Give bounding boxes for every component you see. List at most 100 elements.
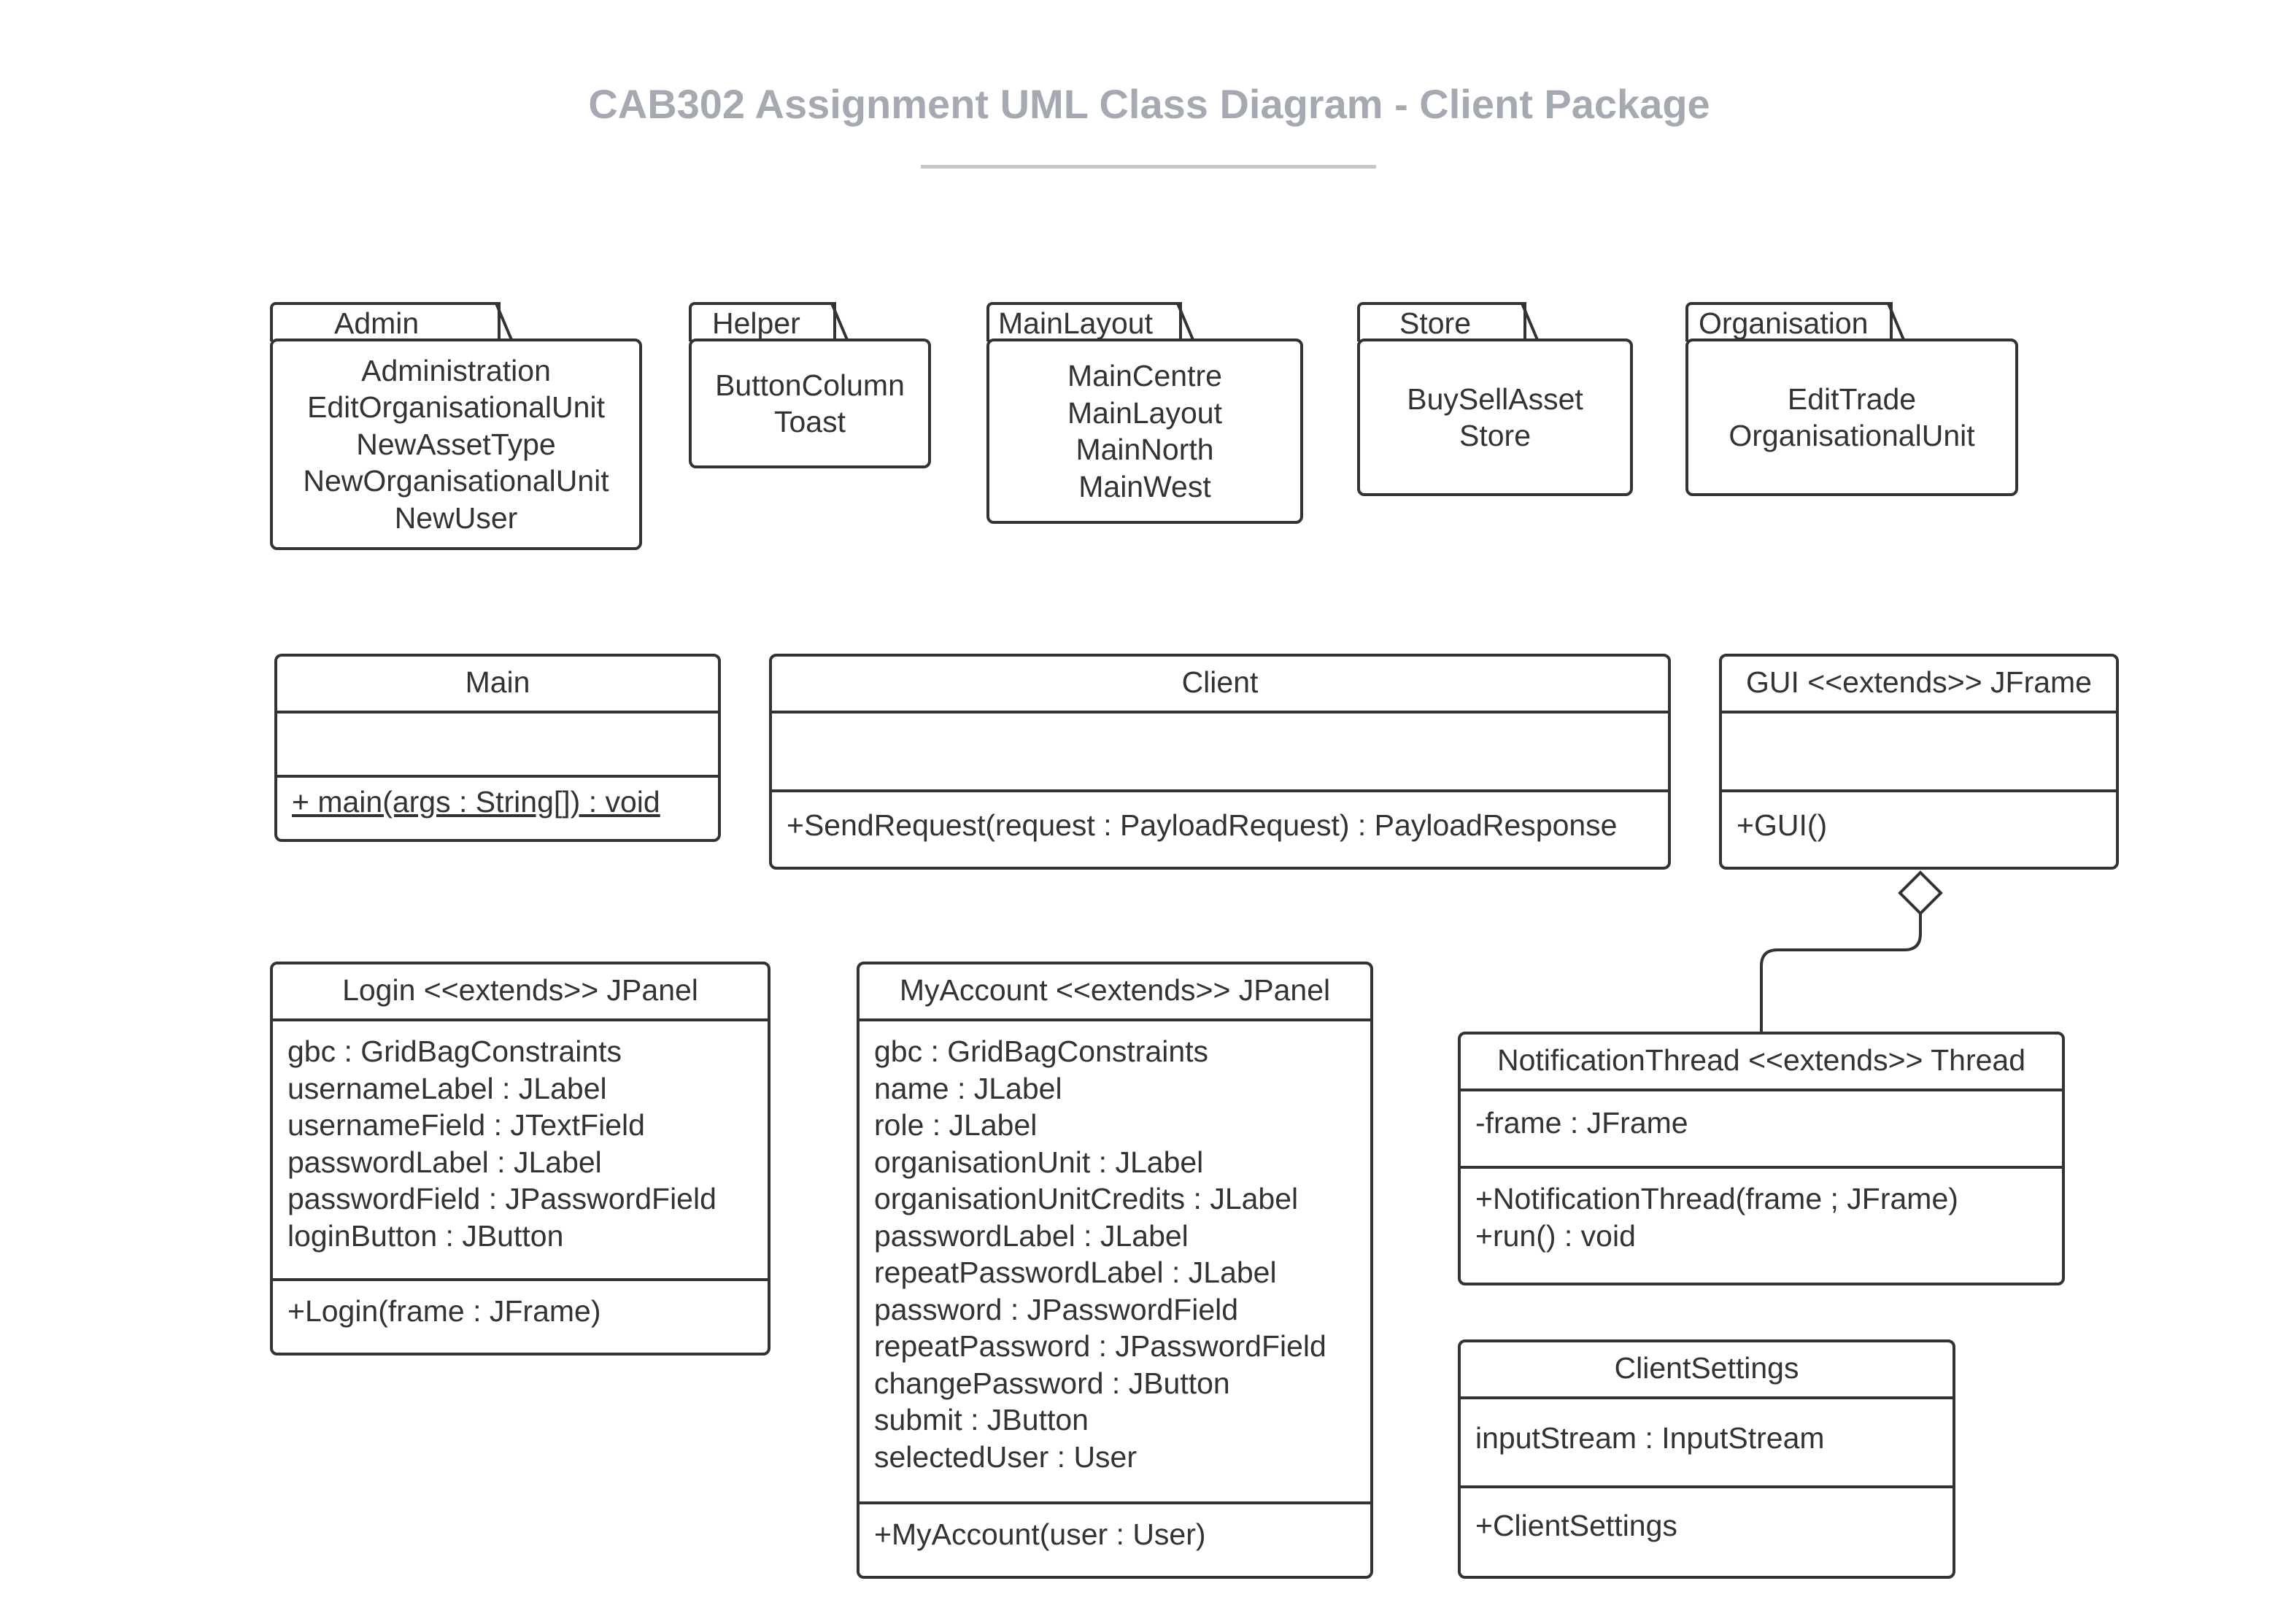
package-tab-corner: [1176, 303, 1195, 342]
package-tab-corner: [495, 303, 514, 342]
attribute: organisationUnitCredits : JLabel: [874, 1182, 1299, 1215]
attribute: loginButton : JButton: [287, 1218, 564, 1253]
attribute: usernameLabel : JLabel: [287, 1071, 607, 1105]
package-tab: Organisation: [1685, 302, 1906, 342]
attribute: gbc : GridBagConstraints: [287, 1035, 622, 1068]
attribute: role : JLabel: [874, 1108, 1038, 1142]
package-mainlayout[interactable]: MainLayout MainCentre MainLayout MainNor…: [986, 302, 1303, 524]
package-body: EditTrade OrganisationalUnit: [1685, 339, 2018, 496]
class-name: MyAccount <<extends>> JPanel: [860, 964, 1370, 1021]
class-name: Client: [772, 657, 1668, 714]
package-store[interactable]: Store BuySellAsset Store: [1357, 302, 1633, 496]
attribute: password : JPasswordField: [874, 1292, 1239, 1326]
attribute: submit : JButton: [874, 1403, 1089, 1437]
package-helper[interactable]: Helper ButtonColumn Toast: [689, 302, 931, 468]
package-member: NewUser: [394, 500, 518, 535]
class-methods: +NotificationThread(frame ; JFrame) +run…: [1461, 1169, 2062, 1254]
method: +GUI(): [1737, 808, 1828, 842]
class-name: Main: [277, 657, 718, 714]
class-attributes: [772, 714, 1668, 792]
class-methods: + main(args : String[]) : void: [277, 778, 718, 821]
method: +run() : void: [1475, 1218, 1636, 1253]
attribute: passwordLabel : JLabel: [874, 1218, 1189, 1253]
package-name: Helper: [712, 306, 800, 340]
package-member: MainWest: [1078, 469, 1211, 503]
aggregation-diamond: [1898, 870, 1943, 916]
package-tab: Store: [1357, 302, 1540, 342]
package-member: MainNorth: [1075, 433, 1214, 466]
package-organisation[interactable]: Organisation EditTrade OrganisationalUni…: [1685, 302, 2018, 496]
class-attributes: [1722, 714, 2116, 792]
diagram-title: CAB302 Assignment UML Class Diagram - Cl…: [588, 81, 1710, 127]
attribute: organisationUnit : JLabel: [874, 1145, 1204, 1179]
class-clientsettings[interactable]: ClientSettings inputStream : InputStream…: [1458, 1339, 1955, 1579]
attribute: repeatPasswordLabel : JLabel: [874, 1256, 1277, 1289]
class-attributes: -frame : JFrame: [1461, 1091, 2062, 1169]
class-main[interactable]: Main + main(args : String[]) : void: [274, 654, 721, 842]
attribute: repeatPassword : JPasswordField: [874, 1329, 1326, 1363]
class-methods: +SendRequest(request : PayloadRequest) :…: [772, 792, 1668, 844]
attribute: -frame : JFrame: [1475, 1106, 1688, 1140]
package-name: Organisation: [1699, 306, 1869, 340]
class-attributes: gbc : GridBagConstraints usernameLabel :…: [273, 1021, 768, 1281]
package-admin[interactable]: Admin Administration EditOrganisationalU…: [270, 302, 642, 550]
method: +SendRequest(request : PayloadRequest) :…: [787, 808, 1618, 842]
package-member: BuySellAsset: [1407, 382, 1583, 416]
attribute: changePassword : JButton: [874, 1366, 1230, 1400]
method: + main(args : String[]) : void: [292, 785, 660, 819]
class-client[interactable]: Client +SendRequest(request : PayloadReq…: [769, 654, 1671, 870]
class-name: Login <<extends>> JPanel: [273, 964, 768, 1021]
method: +Login(frame : JFrame): [287, 1294, 601, 1328]
package-name: Store: [1399, 306, 1471, 340]
package-name: Admin: [334, 306, 420, 340]
attribute: gbc : GridBagConstraints: [874, 1035, 1209, 1068]
package-body: ButtonColumn Toast: [689, 339, 931, 468]
class-methods: +ClientSettings: [1461, 1488, 1953, 1544]
class-gui[interactable]: GUI <<extends>> JFrame +GUI(): [1719, 654, 2119, 870]
package-body: MainCentre MainLayout MainNorth MainWest: [986, 339, 1303, 524]
class-name: NotificationThread <<extends>> Thread: [1461, 1035, 2062, 1091]
class-name: ClientSettings: [1461, 1342, 1953, 1399]
attribute: name : JLabel: [874, 1071, 1062, 1105]
package-member: MainCentre: [1067, 359, 1222, 393]
attribute: inputStream : InputStream: [1475, 1421, 1825, 1455]
package-member: Store: [1459, 419, 1531, 452]
package-member: Administration: [361, 353, 551, 387]
attribute: usernameField : JTextField: [287, 1108, 645, 1142]
class-methods: +Login(frame : JFrame): [273, 1281, 768, 1330]
method: +NotificationThread(frame ; JFrame): [1475, 1182, 1958, 1215]
class-login[interactable]: Login <<extends>> JPanel gbc : GridBagCo…: [270, 962, 770, 1356]
class-methods: +GUI(): [1722, 792, 2116, 844]
attribute: passwordField : JPasswordField: [287, 1182, 717, 1215]
method: +MyAccount(user : User): [874, 1517, 1206, 1551]
package-member: MainLayout: [1067, 395, 1222, 430]
package-member: ButtonColumn: [715, 368, 905, 402]
class-myaccount[interactable]: MyAccount <<extends>> JPanel gbc : GridB…: [857, 962, 1373, 1579]
package-name: MainLayout: [998, 306, 1153, 340]
package-member: Toast: [774, 405, 846, 438]
class-methods: +MyAccount(user : User): [860, 1504, 1370, 1553]
aggregation-line: [1760, 913, 1922, 1032]
package-tab: Admin: [270, 302, 514, 342]
class-notificationthread[interactable]: NotificationThread <<extends>> Thread -f…: [1458, 1032, 2065, 1285]
package-tab-corner: [1887, 303, 1906, 342]
package-member: NewAssetType: [356, 427, 556, 461]
package-tab: Helper: [689, 302, 849, 342]
package-member: NewOrganisationalUnit: [303, 464, 609, 498]
package-member: OrganisationalUnit: [1729, 419, 1975, 452]
title-underline: [921, 165, 1376, 169]
attribute: passwordLabel : JLabel: [287, 1145, 602, 1179]
class-attributes: gbc : GridBagConstraints name : JLabel r…: [860, 1021, 1370, 1504]
class-attributes: [277, 714, 718, 778]
method: +ClientSettings: [1475, 1509, 1677, 1542]
package-tab-corner: [830, 303, 849, 342]
package-tab: MainLayout: [986, 302, 1195, 342]
package-body: Administration EditOrganisationalUnit Ne…: [270, 339, 642, 550]
class-attributes: inputStream : InputStream: [1461, 1399, 1953, 1488]
class-name: GUI <<extends>> JFrame: [1722, 657, 2116, 714]
package-member: EditOrganisationalUnit: [307, 390, 605, 425]
package-tab-corner: [1521, 303, 1540, 342]
attribute: selectedUser : User: [874, 1439, 1138, 1474]
package-member: EditTrade: [1787, 382, 1917, 416]
